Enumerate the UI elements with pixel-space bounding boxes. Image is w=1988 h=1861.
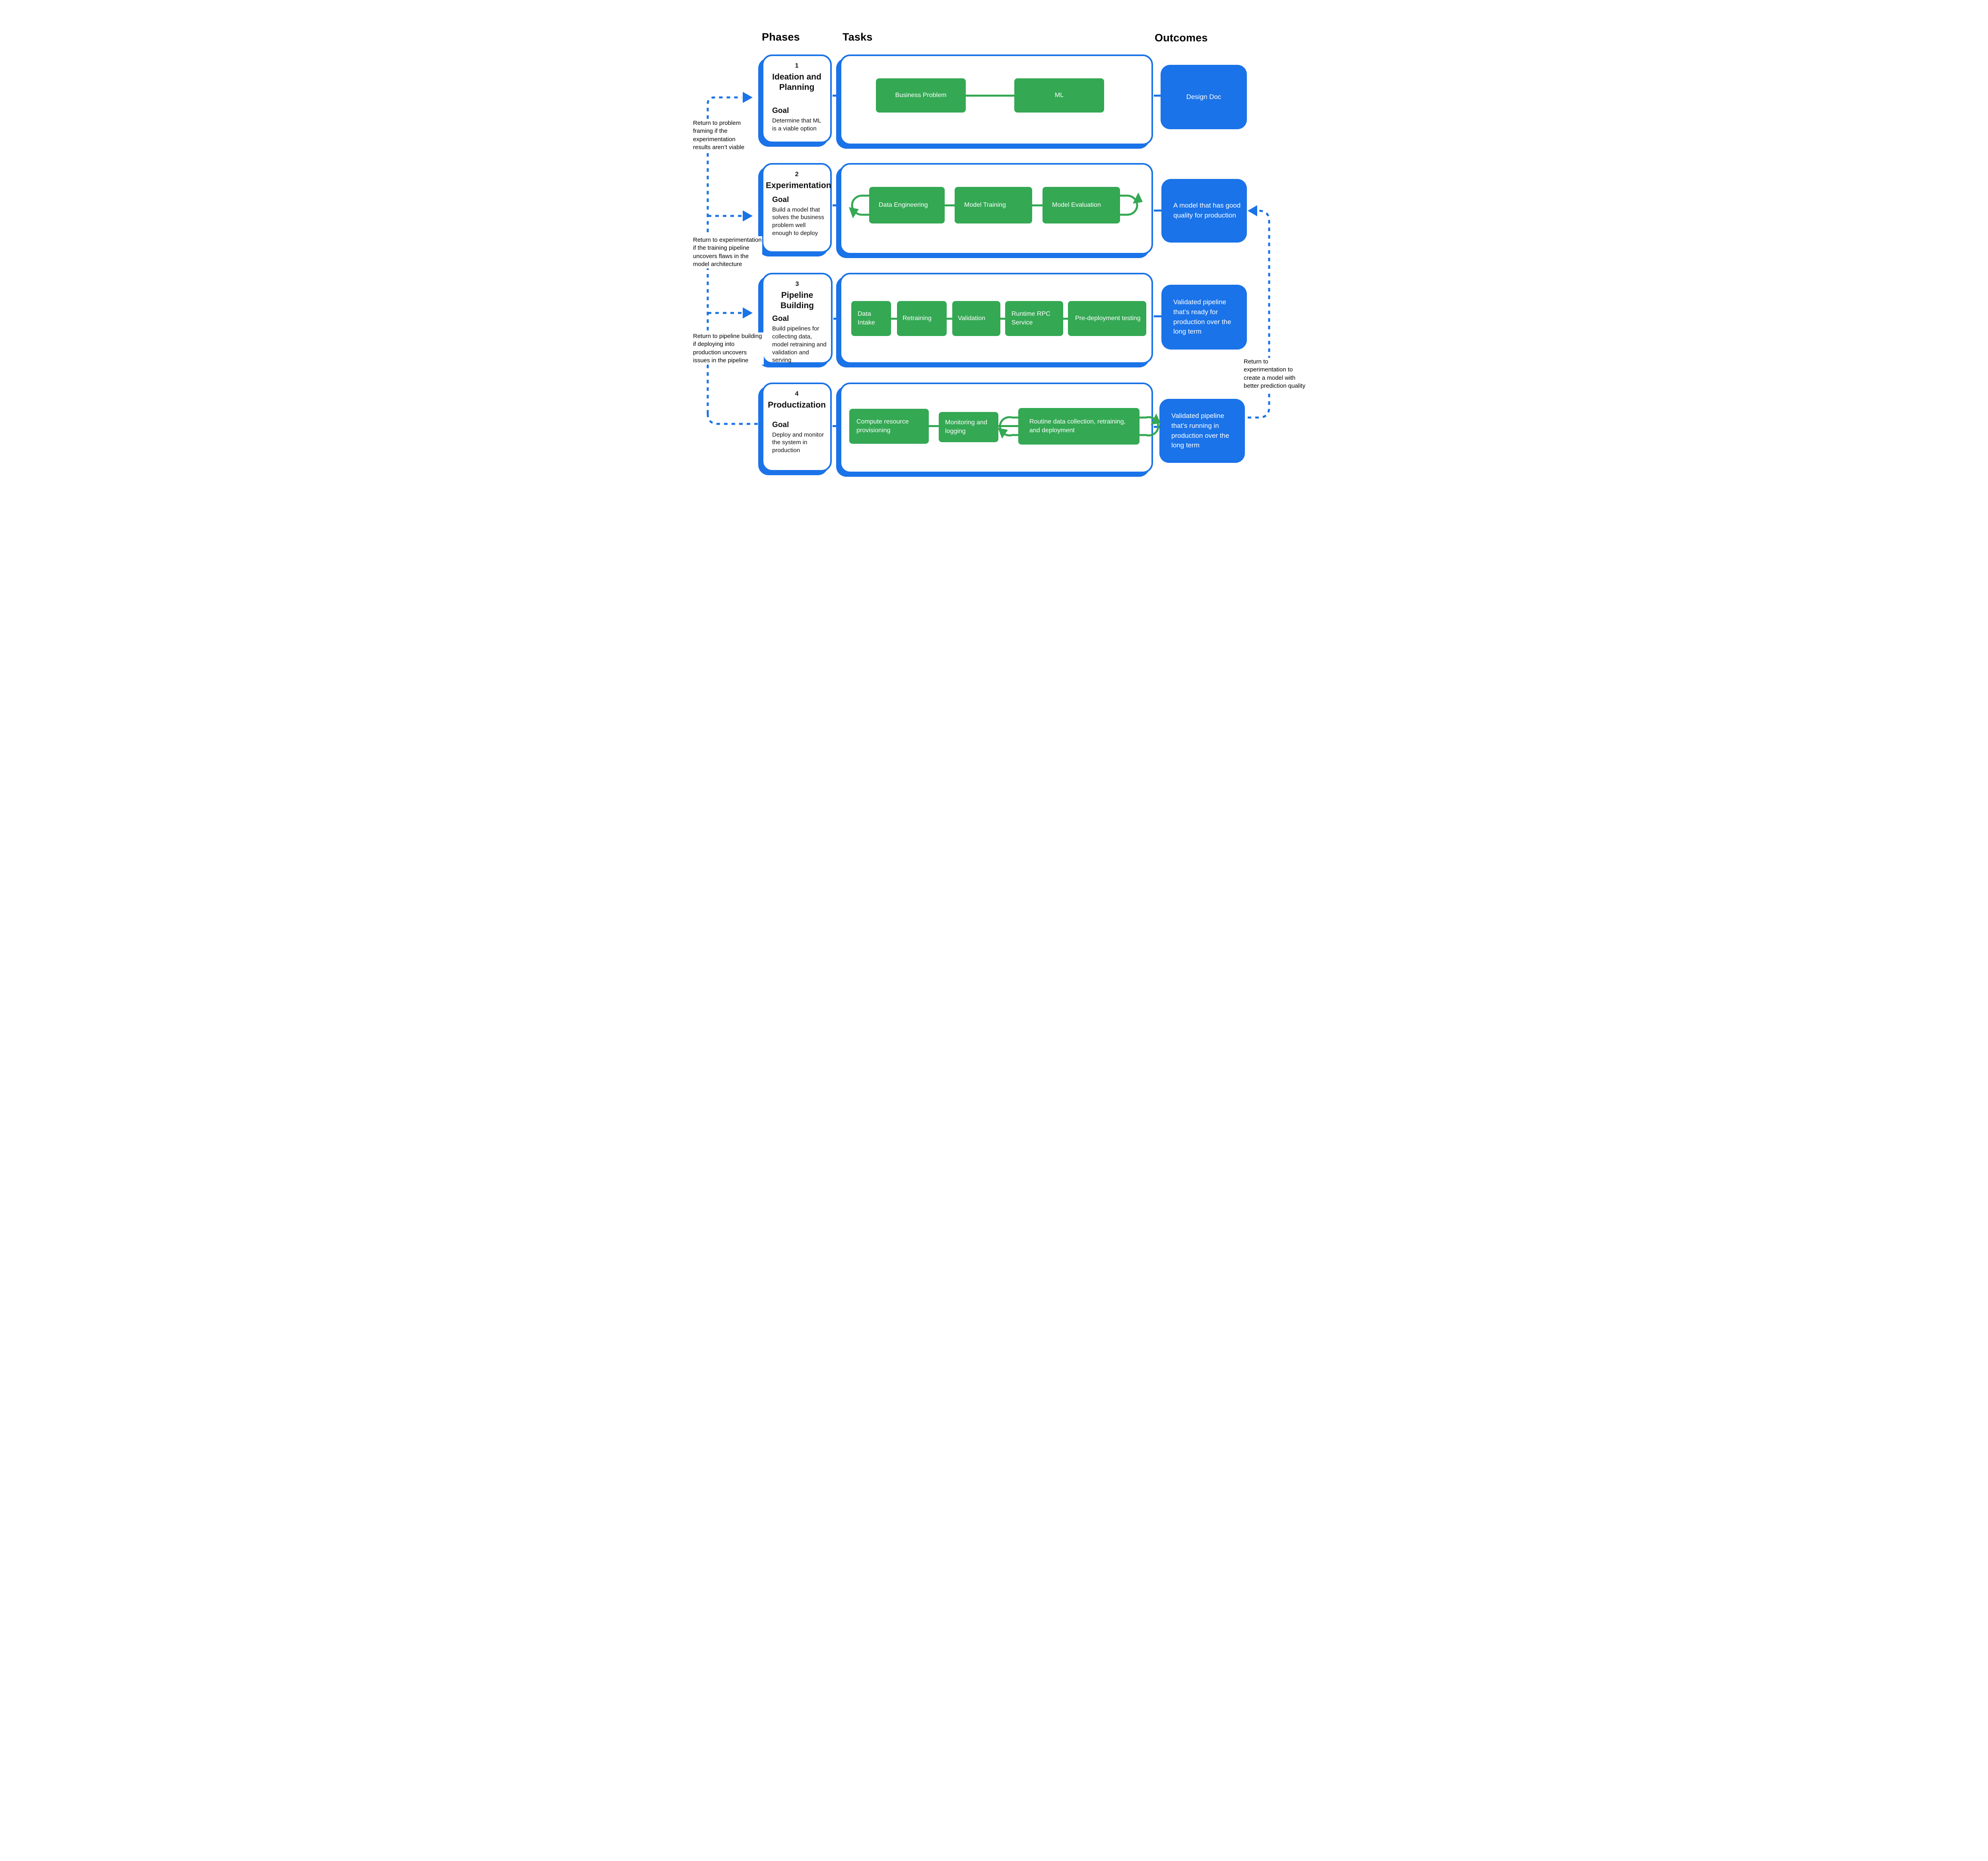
task-ml: ML xyxy=(1014,78,1104,113)
outcome-validated-pipeline-running: Validated pipeline that’s running in pro… xyxy=(1159,399,1245,463)
connector-phase2-tasks xyxy=(833,204,840,206)
task-validation: Validation xyxy=(952,301,1000,336)
task-pre-deployment-testing: Pre-deployment testing xyxy=(1068,301,1146,336)
task-label: Monitoring and logging xyxy=(945,419,987,435)
phase-card-experimentation: 2 Experimentation Goal Build a model tha… xyxy=(762,163,832,253)
task-label: Pre-deployment testing xyxy=(1075,315,1141,322)
connector-task-green xyxy=(946,318,953,320)
task-runtime-rpc-service: Runtime RPC Service xyxy=(1005,301,1063,336)
phase-number: 3 xyxy=(795,281,799,288)
task-business-problem: Business Problem xyxy=(876,78,966,113)
connector-task-green xyxy=(928,425,939,427)
phase-number: 4 xyxy=(795,390,799,397)
task-label: Data Intake xyxy=(858,310,875,326)
task-label: ML xyxy=(1054,91,1064,99)
connector-task-green xyxy=(998,425,1019,427)
goal-text: Deploy and monitor the system in product… xyxy=(772,431,824,454)
task-retraining: Retraining xyxy=(897,301,947,336)
arrowhead-right-icon xyxy=(743,307,753,319)
left-feedback-bottom xyxy=(707,413,761,425)
task-label: Model Evaluation xyxy=(1052,201,1101,208)
task-model-training: Model Training xyxy=(955,187,1032,223)
phase-title: Productization xyxy=(768,400,826,410)
goal-text: Determine that ML is a viable option xyxy=(772,117,821,132)
connector-tasks2-outcome xyxy=(1154,210,1161,212)
task-label: Compute resource provisioning xyxy=(856,418,909,434)
outcome-label: Validated pipeline that’s ready for prod… xyxy=(1173,298,1231,336)
phase-card-pipeline-building: 3 Pipeline Building Goal Build pipelines… xyxy=(762,273,833,364)
outcome-model-quality: A model that has good quality for produc… xyxy=(1161,179,1247,243)
connector-task-green xyxy=(944,204,955,206)
connector-tasks1-outcome xyxy=(1154,95,1161,97)
connector-task-green xyxy=(891,318,897,320)
goal-label: Goal xyxy=(772,107,789,115)
task-label: Retraining xyxy=(903,315,932,322)
connector-phase4-tasks xyxy=(833,425,840,427)
connector-phase1-tasks xyxy=(833,95,840,97)
column-header-phases: Phases xyxy=(762,31,800,43)
connector-task-green xyxy=(1000,318,1006,320)
task-label: Validation xyxy=(958,315,986,322)
feedback-annotation-3: Return to pipeline building if deploying… xyxy=(693,332,764,365)
feedback-annotation-2: Return to experimentation if the trainin… xyxy=(693,236,762,268)
mlops-phases-diagram: Phases Tasks Outcomes Return to problem … xyxy=(682,0,1306,514)
connector-task-green xyxy=(1032,204,1043,206)
phase-card-ideation: 1 Ideation and Planning Goal Determine t… xyxy=(762,54,832,143)
connector-tasks3-outcome xyxy=(1154,315,1161,317)
goal-label: Goal xyxy=(772,315,789,323)
outcome-label: Validated pipeline that’s running in pro… xyxy=(1171,412,1229,449)
phase-number: 2 xyxy=(795,171,799,178)
connector-task-green xyxy=(1063,318,1068,320)
phase-title: Ideation and Planning xyxy=(772,72,821,92)
phase-number: 1 xyxy=(795,62,799,69)
column-header-outcomes: Outcomes xyxy=(1155,32,1208,44)
phase-title: Pipeline Building xyxy=(780,291,814,310)
feedback-annotation-1: Return to problem framing if the experim… xyxy=(693,119,753,152)
goal-text: Build a model that solves the business p… xyxy=(772,206,824,237)
outcome-design-doc: Design Doc xyxy=(1161,65,1247,129)
arrowhead-right-icon xyxy=(743,210,753,221)
task-label: Routine data collection, retraining, and… xyxy=(1029,418,1126,434)
task-label: Business Problem xyxy=(895,91,947,99)
outcome-validated-pipeline-ready: Validated pipeline that’s ready for prod… xyxy=(1161,285,1247,350)
task-data-engineering: Data Engineering xyxy=(869,187,945,223)
outcome-label: Design Doc xyxy=(1186,93,1221,101)
goal-label: Goal xyxy=(772,420,789,429)
task-data-intake: Data Intake xyxy=(851,301,891,336)
connector-task-green xyxy=(965,95,1015,97)
goal-text: Build pipelines for collecting data, mod… xyxy=(772,325,827,364)
goal-label: Goal xyxy=(772,195,789,204)
outcome-label: A model that has good quality for produc… xyxy=(1173,202,1241,219)
task-monitoring-and-logging: Monitoring and logging xyxy=(939,412,998,442)
phase-card-productization: 4 Productization Goal Deploy and monitor… xyxy=(762,383,832,472)
column-header-tasks: Tasks xyxy=(843,31,873,43)
arrowhead-right-icon xyxy=(743,92,753,103)
feedback-annotation-right: Return to experimentation to create a mo… xyxy=(1244,358,1306,390)
task-compute-resource-provisioning: Compute resource provisioning xyxy=(849,409,929,444)
task-label: Model Training xyxy=(964,201,1006,208)
phase-title: Experimentation xyxy=(766,181,831,190)
arrowhead-left-icon xyxy=(1248,205,1257,216)
task-label: Runtime RPC Service xyxy=(1011,310,1050,326)
task-label: Data Engineering xyxy=(879,201,928,208)
task-routine-data-collection: Routine data collection, retraining, and… xyxy=(1018,408,1140,445)
connector-phase3-tasks xyxy=(833,318,840,320)
task-model-evaluation: Model Evaluation xyxy=(1043,187,1120,223)
